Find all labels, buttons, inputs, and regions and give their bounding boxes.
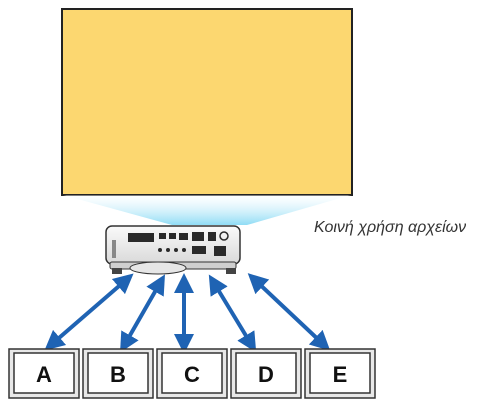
- projector-icon: [105, 225, 241, 275]
- client-label: A: [36, 362, 52, 387]
- laptop-icon: D: [230, 348, 302, 399]
- laptop-icon: E: [304, 348, 376, 399]
- bidirectional-arrow-icon: [247, 273, 331, 351]
- projection-screen: [61, 8, 353, 196]
- file-sharing-caption: Κοινή χρήση αρχείων: [314, 219, 467, 236]
- client-label: B: [110, 362, 126, 387]
- client-label: E: [333, 362, 348, 387]
- client-label: C: [184, 362, 200, 387]
- client-laptops: A B C D E: [8, 348, 376, 399]
- laptop-icon: B: [82, 348, 154, 399]
- connection-arrows: [44, 273, 331, 354]
- client-label: D: [258, 362, 274, 387]
- laptop-icon: C: [156, 348, 228, 399]
- projection-beam: [63, 195, 351, 225]
- bidirectional-arrow-icon: [44, 273, 134, 351]
- laptop-icon: A: [8, 348, 80, 399]
- bidirectional-arrow-icon: [120, 274, 165, 353]
- bidirectional-arrow-icon: [208, 274, 257, 353]
